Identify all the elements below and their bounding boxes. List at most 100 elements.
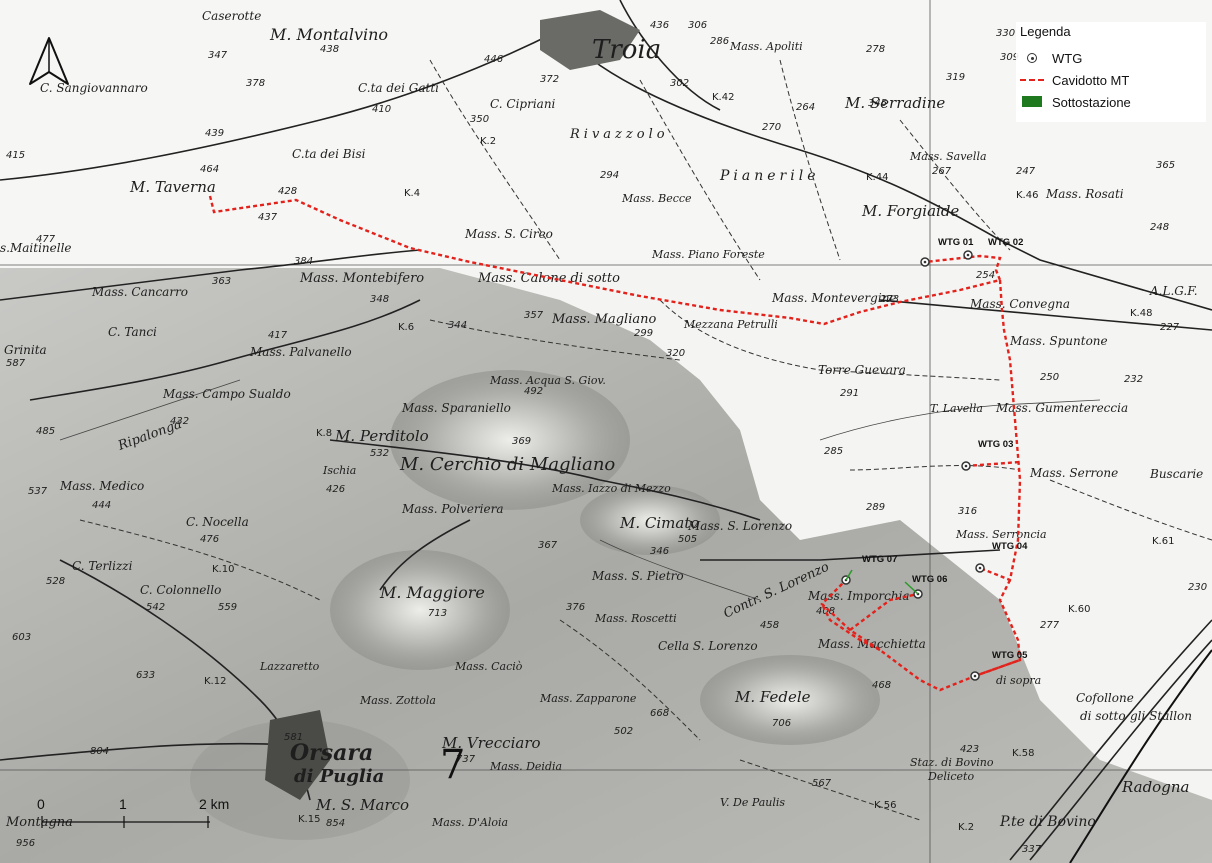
elevation-502: 502 (614, 726, 633, 737)
town-troia (540, 10, 640, 70)
secondary-roads (79, 59, 1212, 821)
legend-title: Legenda (1020, 24, 1071, 39)
km-61: K.61 (1152, 536, 1174, 547)
scale-label-0: 0 (37, 796, 45, 812)
elevation-330: 330 (996, 28, 1015, 39)
town-orsara (265, 710, 330, 800)
wtg-05-marker[interactable] (970, 671, 980, 681)
elevation-415: 415 (6, 150, 25, 161)
label-mass-savella: Mass. Savella (909, 150, 987, 163)
elevation-426: 426 (326, 484, 345, 495)
label-mass-s-lorenzo: Mass. S. Lorenzo (687, 519, 792, 533)
wtg-03-marker[interactable] (961, 461, 971, 471)
label-mass-convegna: Mass. Convegna (969, 297, 1070, 311)
elevation-250: 250 (1040, 372, 1059, 383)
elevation-286: 286 (710, 36, 729, 47)
access-segments (845, 569, 919, 595)
elevation-289: 289 (866, 502, 885, 513)
label-mass-s-cireo: Mass. S. Cireo (464, 227, 553, 241)
elevation-labels: 436 438 347 378 410 439 464 428 437 477 … (6, 20, 1207, 855)
km-44: K.44 (866, 172, 888, 183)
km-2b: K.2 (958, 822, 974, 833)
elevation-410: 410 (372, 104, 391, 115)
label-mass-d-aloia: Mass. D'Aloia (431, 816, 508, 829)
elevation-505: 505 (678, 534, 697, 545)
elevation-232: 232 (1124, 374, 1143, 385)
elevation-302: 302 (670, 78, 689, 89)
label-mass-magliano: Mass. Magliano (551, 312, 656, 327)
elevation-444: 444 (92, 500, 111, 511)
wtg-01-marker[interactable] (920, 257, 930, 267)
label-forgiaide: M. Forgiaide (861, 202, 959, 220)
elevation-319: 319 (946, 72, 965, 83)
label-mass-piano-foreste: Mass. Piano Foreste (651, 248, 765, 261)
label-rivazzolo: Rivazzolo (569, 127, 669, 142)
elevation-316: 316 (958, 506, 977, 517)
label-lazzaretto: Lazzaretto (259, 660, 320, 673)
label-mass-cancarro: Mass. Cancarro (91, 285, 188, 299)
elevation-458: 458 (760, 620, 779, 631)
label-deliceto: Deliceto (927, 770, 974, 783)
label-c-nocella: C. Nocella (186, 515, 249, 529)
label-buscarie: Buscarie (1149, 467, 1203, 481)
wtg-04-marker[interactable] (975, 563, 985, 573)
mv-cable-route (208, 195, 1022, 692)
sheet-number: 7 (440, 742, 465, 788)
elevation-344: 344 (448, 320, 467, 331)
wtg-03-label: WTG 03 (978, 439, 1013, 450)
dashed-red-line-icon (1020, 79, 1044, 81)
elevation-477: 477 (36, 234, 56, 245)
elevation-378: 378 (246, 78, 265, 89)
elevation-528: 528 (46, 576, 65, 587)
wtg-points: WTG 01 WTG 02 WTG 03 WTG 04 WTG 05 WTG 0… (841, 237, 1028, 681)
label-mass-polveriera: Mass. Polveriera (401, 502, 503, 516)
elevation-347: 347 (208, 50, 228, 61)
elevation-439: 439 (205, 128, 224, 139)
hill-cimato (580, 485, 720, 555)
elevation-408: 408 (816, 606, 835, 617)
label-mass-zottola: Mass. Zottola (359, 694, 436, 707)
label-troia: Troia (592, 35, 661, 65)
elevation-337: 337 (1022, 844, 1042, 855)
elevation-372: 372 (540, 74, 559, 85)
elevation-367: 367 (538, 540, 558, 551)
label-mass-serroncia: Mass. Serroncia (955, 528, 1047, 541)
elevation-438: 438 (320, 44, 339, 55)
elevation-532: 532 (370, 448, 389, 459)
km-8: K.8 (316, 428, 332, 439)
elevation-299: 299 (634, 328, 653, 339)
elevation-804: 804 (90, 746, 109, 757)
label-mass-gumentereccia: Mass. Gumentereccia (995, 401, 1128, 415)
label-perditolo: M. Perditolo (334, 427, 429, 445)
label-agf: A.L.G.F. (1149, 284, 1198, 298)
label-mass-imporchia: Mass. Imporchia (807, 589, 910, 603)
elevation-376: 376 (566, 602, 585, 613)
elevation-537: 537 (28, 486, 48, 497)
elevation-423: 423 (960, 744, 979, 755)
elevation-464: 464 (200, 164, 219, 175)
legend-item-wtg: WTG (1020, 49, 1082, 67)
label-depaulis: V. De Paulis (720, 796, 785, 809)
elevation-278: 278 (866, 44, 885, 55)
label-mass-acqua: Mass. Acqua S. Giov. (489, 374, 606, 387)
km-6: K.6 (398, 322, 414, 333)
wtg-02-marker[interactable] (963, 250, 973, 260)
elevation-369: 369 (512, 436, 531, 447)
scale-bar (41, 816, 210, 828)
label-mass-medico: Mass. Medico (59, 479, 144, 493)
elevation-320: 320 (666, 348, 685, 359)
scale-label-1: 1 (119, 796, 127, 812)
railway (1069, 649, 1212, 863)
label-mass-zapparone: Mass. Zapparone (539, 692, 637, 705)
elevation-603: 603 (12, 632, 31, 643)
elevation-273: 273 (880, 294, 899, 305)
elevation-417: 417 (268, 330, 288, 341)
label-torre-guevara: Torre Guevara (818, 363, 906, 377)
label-mass-serrone: Mass. Serrone (1029, 466, 1118, 480)
elevation-432: 432 (170, 416, 189, 427)
north-arrow-icon (29, 37, 69, 85)
wtg-07-label: WTG 07 (862, 554, 897, 565)
elevation-350: 350 (470, 114, 489, 125)
km-46: K.46 (1016, 190, 1038, 201)
